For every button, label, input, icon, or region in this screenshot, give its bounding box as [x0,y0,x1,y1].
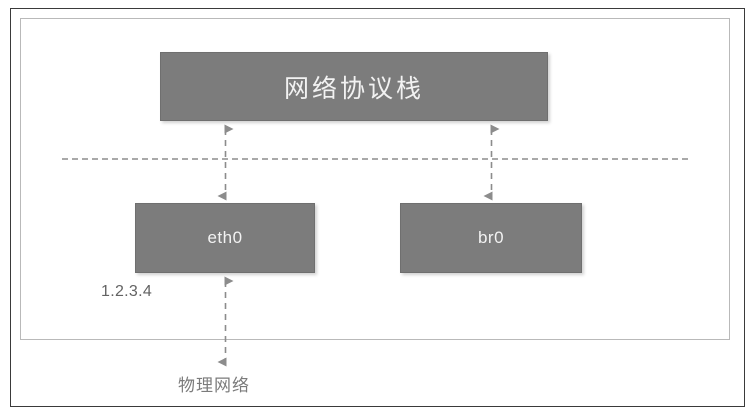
node-network-stack[interactable]: 网络协议栈 [160,52,548,121]
label-physical-network: 物理网络 [178,376,250,396]
node-eth0[interactable]: eth0 [135,203,315,273]
kernel-boundary-line [62,158,688,160]
node-eth0-label: eth0 [207,228,243,247]
connector-stack-to-br0 [481,119,502,206]
node-br0-label: br0 [477,228,505,247]
connector-stack-to-eth0 [215,119,236,206]
label-ip-address: 1.2.3.4 [101,283,153,300]
node-network-stack-label: 网络协议栈 [283,73,424,103]
node-br0[interactable]: br0 [400,203,582,273]
connector-eth0-to-physical-network [215,271,236,372]
